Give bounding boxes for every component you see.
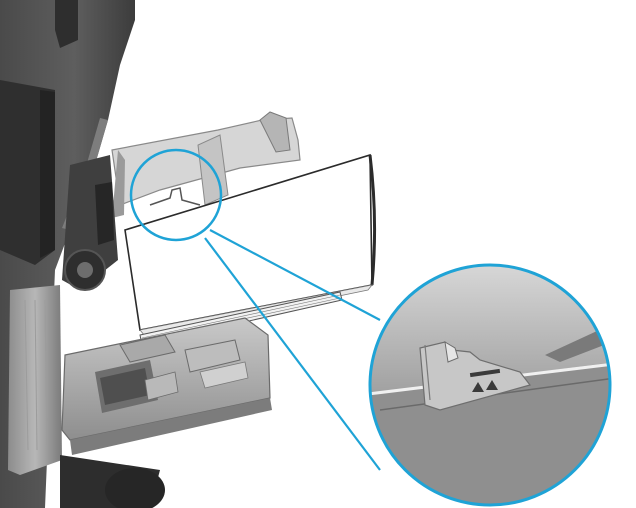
- printer-column: [8, 285, 165, 508]
- feed-mechanism: [62, 155, 118, 291]
- callout-source-circle: [129, 148, 223, 242]
- input-tray: [61, 317, 272, 455]
- callout-connector: [204, 229, 381, 471]
- callout-zoom-circle: [368, 263, 612, 507]
